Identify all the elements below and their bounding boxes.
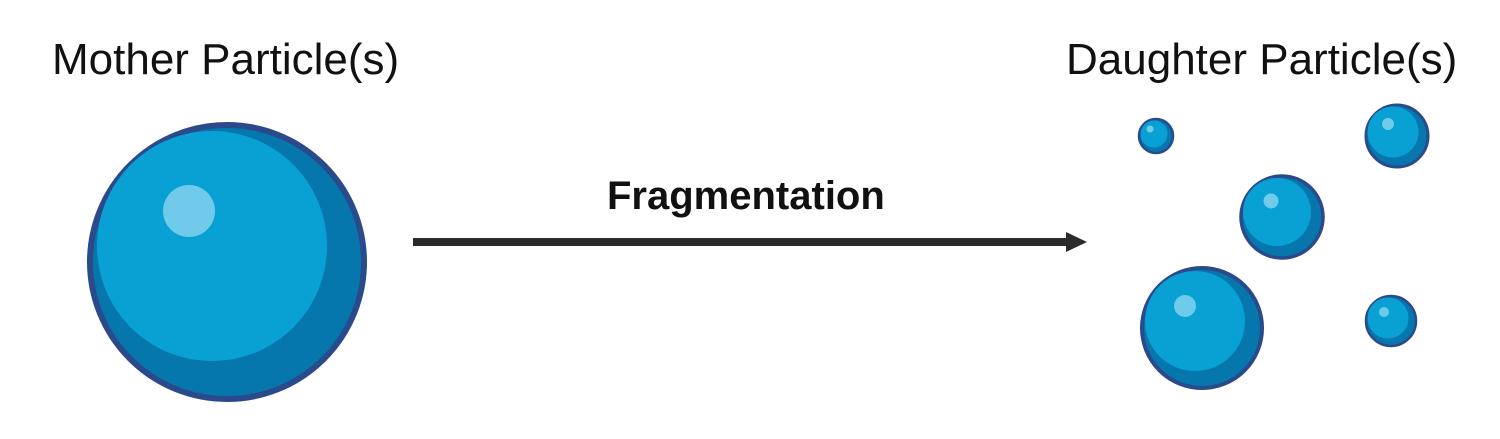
daughter-particle [1364, 103, 1430, 169]
daughter-particle [1364, 294, 1418, 348]
daughter-particle [1140, 266, 1264, 390]
daughter-particle [1239, 174, 1325, 260]
mother-particle [87, 122, 367, 402]
daughter-particle [1137, 117, 1175, 155]
fragmentation-arrow [413, 232, 1087, 252]
mother-particle-label: Mother Particle(s) [52, 35, 400, 84]
fragmentation-label: Fragmentation [607, 174, 885, 218]
daughter-particle-label: Daughter Particle(s) [1066, 35, 1458, 84]
